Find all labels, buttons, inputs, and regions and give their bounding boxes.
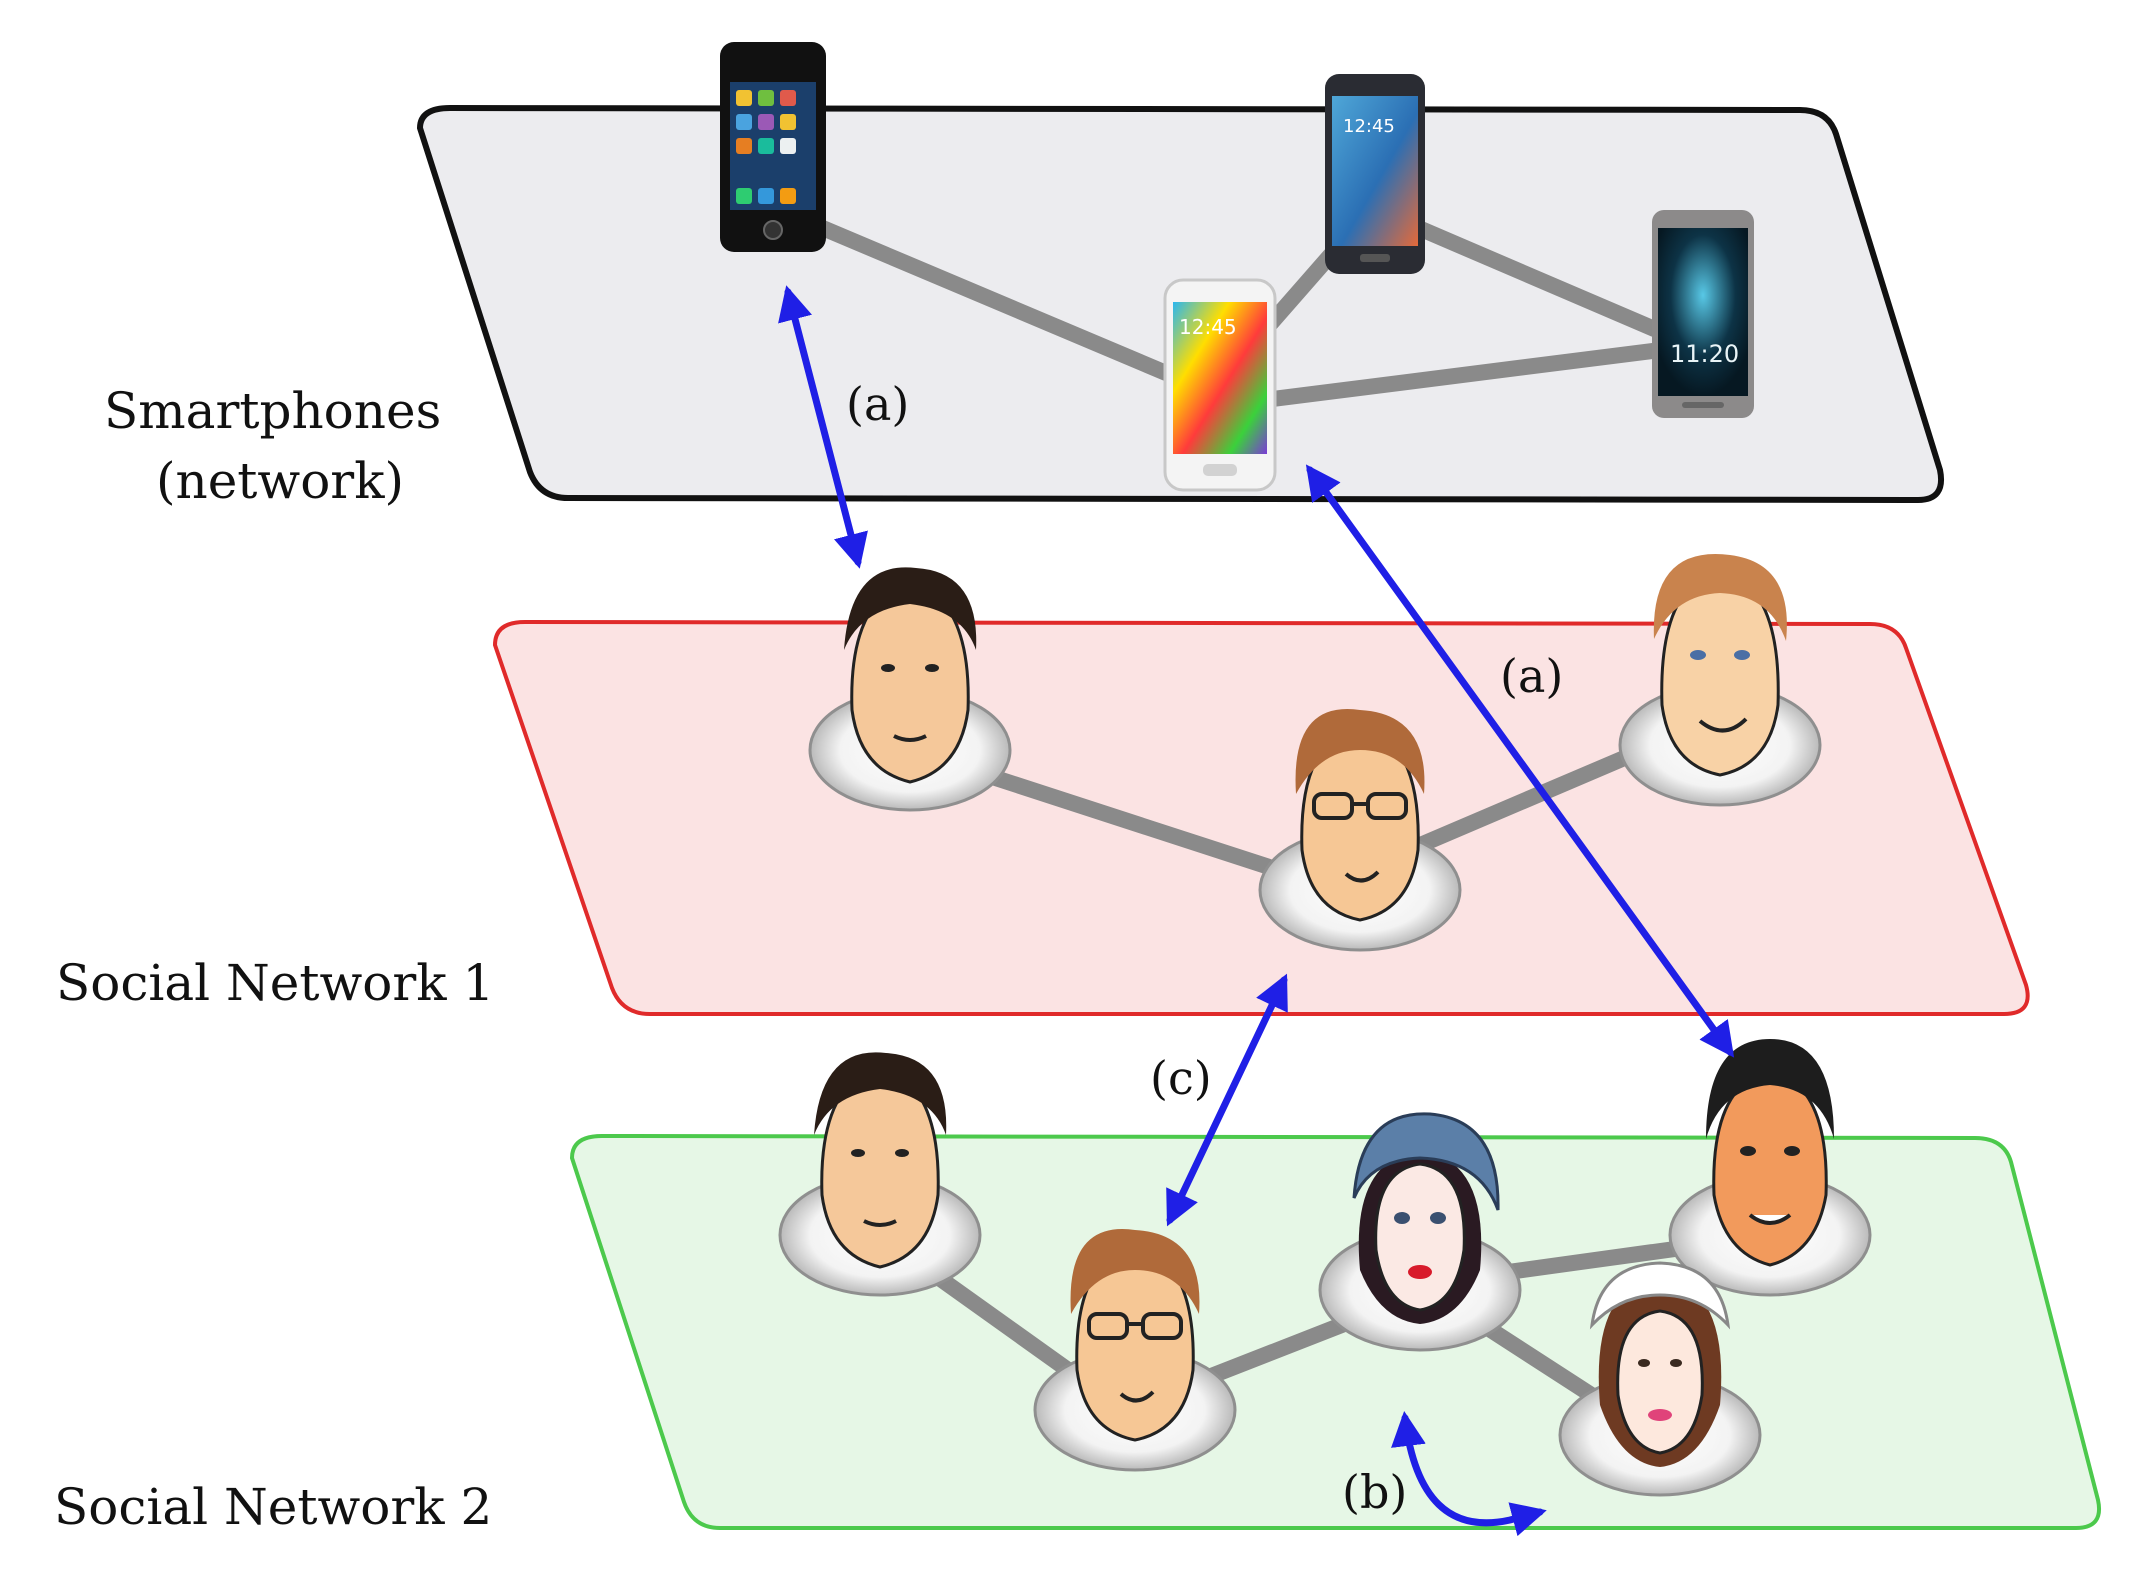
galaxy-s5-device: 12:45	[1163, 278, 1277, 492]
leeco-device: 11:20	[1652, 210, 1754, 418]
arrow-a-right-label: (a)	[1500, 649, 1563, 703]
arrow-c	[1166, 973, 1288, 1227]
smartphones-label-line1: Smartphones	[104, 382, 441, 440]
coupling-arrows	[778, 285, 1735, 1537]
arrow-a-left	[778, 285, 868, 569]
samsung-j-device: 12:45	[1325, 74, 1425, 274]
sn2-person-glasses	[1033, 1229, 1237, 1472]
smartphones-label-line2: (network)	[156, 452, 404, 510]
smartphone-edges	[772, 202, 1688, 408]
arrow-a-right	[1305, 464, 1735, 1058]
sn1-person-dark-hair	[808, 567, 1012, 812]
galaxy-s5-clock: 12:45	[1179, 315, 1237, 339]
arrow-b	[1391, 1411, 1547, 1537]
arrow-b-label: (b)	[1342, 1465, 1407, 1519]
arrow-c-label: (c)	[1150, 1051, 1212, 1105]
social-network-2-label: Social Network 2	[54, 1478, 492, 1536]
iphone-device	[720, 42, 826, 252]
samsung-j-clock: 12:45	[1343, 116, 1395, 137]
leeco-clock: 11:20	[1670, 340, 1739, 368]
social-network-1-label: Social Network 1	[56, 954, 494, 1012]
sn2-person-dark-hair	[778, 1052, 982, 1297]
edge-s5-leeco	[1257, 342, 1668, 408]
edge-j-leeco	[1392, 212, 1688, 348]
sn2-person-dark-man	[1668, 1039, 1872, 1297]
arrow-a-left-label: (a)	[846, 377, 909, 431]
social-network-1-plane	[492, 619, 2030, 1016]
sn2-person-woman-hat	[1318, 1112, 1522, 1352]
edge-iphone-s5	[772, 202, 1238, 408]
sn2-person-woman-bonnet	[1558, 1261, 1762, 1497]
